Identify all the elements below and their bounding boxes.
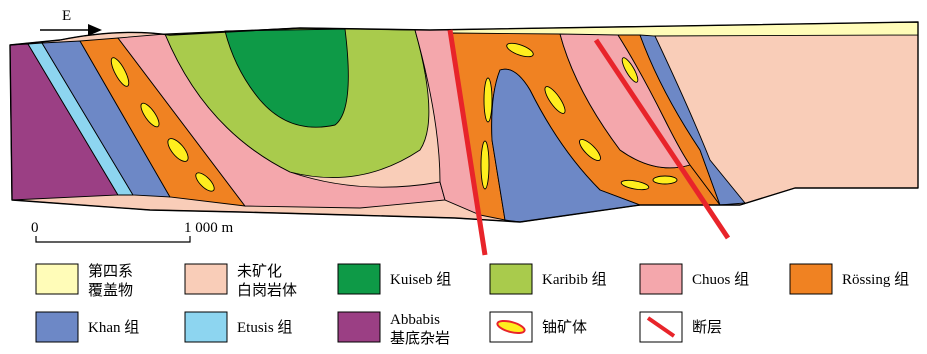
legend-item-chuos: Chuos 组	[640, 264, 749, 294]
legend-label-orebody: 铀矿体	[542, 319, 587, 336]
legend-swatch-granite	[185, 264, 227, 294]
legend-label-abbabis: Abbabis	[390, 312, 440, 328]
orebody	[484, 78, 492, 122]
legend-item-kuiseb: Kuiseb 组	[338, 264, 451, 294]
orebody	[481, 141, 489, 189]
legend-item-karibib: Karibib 组	[490, 264, 607, 294]
legend-swatch-karibib	[490, 264, 532, 294]
legend-label-karibib: Karibib 组	[542, 271, 607, 288]
legend-swatch-cover	[36, 264, 78, 294]
legend-swatch-abbabis	[338, 312, 380, 342]
scale-start-label: 0	[31, 220, 39, 236]
legend-swatch-chuos	[640, 264, 682, 294]
legend-item-fault: 断层	[640, 312, 722, 342]
orebody	[653, 176, 677, 184]
legend-item-rossing: Rössing 组	[790, 264, 909, 294]
legend-swatch-kuiseb	[338, 264, 380, 294]
legend-item-khan: Khan 组	[36, 312, 139, 342]
legend-label-rossing: Rössing 组	[842, 271, 909, 288]
legend-item-abbabis: Abbabis 基底杂岩	[338, 312, 450, 347]
legend-label-khan: Khan 组	[88, 319, 139, 336]
legend-swatch-etusis	[185, 312, 227, 342]
direction-label: E	[62, 8, 71, 24]
legend-item-orebody: 铀矿体	[490, 312, 587, 342]
legend-swatch-khan	[36, 312, 78, 342]
legend-label-etusis: Etusis 组	[237, 319, 292, 336]
legend-label-granite: 未矿化	[237, 263, 282, 280]
scale-bar-line	[36, 236, 190, 242]
scale-bar: 0 1 000 m	[31, 220, 234, 242]
legend-label-chuos: Chuos 组	[692, 271, 749, 288]
legend-label-kuiseb: Kuiseb 组	[390, 271, 451, 288]
legend-label-granite: 白岗岩体	[237, 282, 297, 299]
legend-label-fault: 断层	[692, 319, 722, 336]
scale-end-label: 1 000 m	[184, 220, 234, 236]
legend-item-etusis: Etusis 组	[185, 312, 292, 342]
legend-swatch-rossing	[790, 264, 832, 294]
cross-section	[10, 22, 918, 255]
legend-label-abbabis: 基底杂岩	[390, 330, 450, 347]
legend-label-cover: 覆盖物	[88, 282, 133, 299]
direction-indicator: E	[40, 8, 102, 36]
legend-label-cover: 第四系	[88, 262, 133, 280]
